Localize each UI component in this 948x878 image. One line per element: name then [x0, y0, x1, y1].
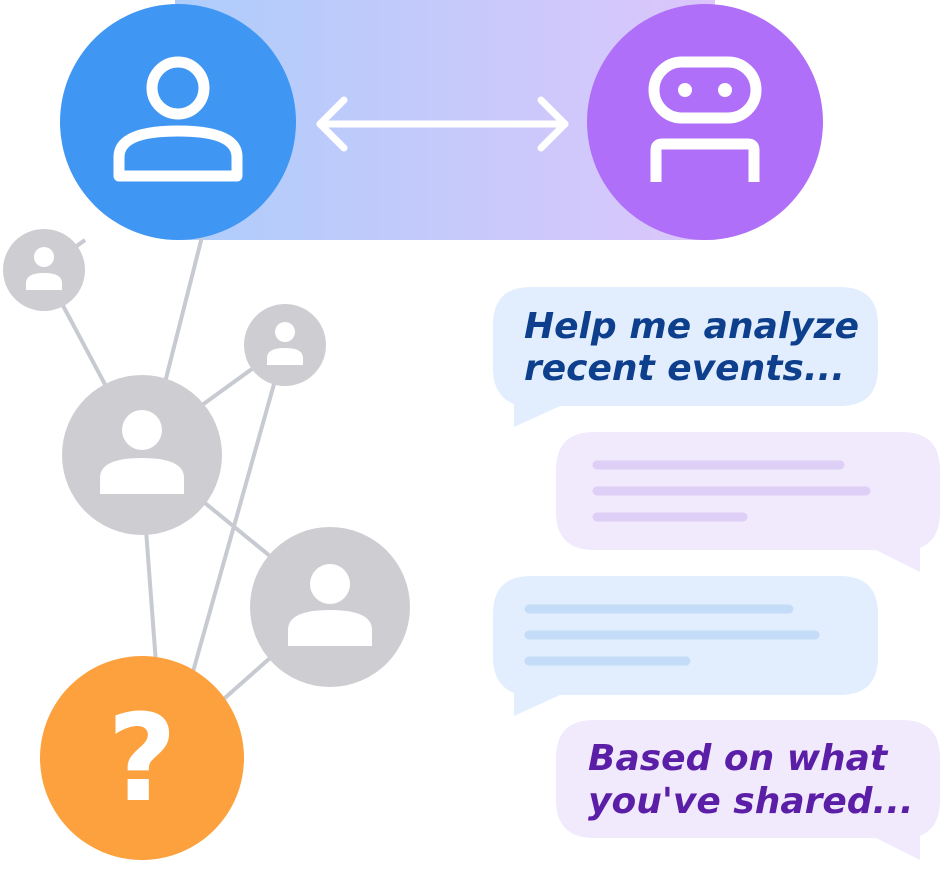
bot-reply-line-1: Based on what — [588, 738, 889, 779]
user-node — [60, 4, 296, 240]
chat-bubble-user-1: Help me analyze recent events... — [493, 287, 878, 427]
svg-text:Help me analyze recent e: Help me analyze recent events... — [524, 306, 872, 389]
network-node-large-2 — [250, 527, 410, 687]
unknown-node: ? — [40, 656, 244, 860]
placeholder-lines — [524, 604, 820, 666]
person-icon — [26, 247, 62, 290]
double-arrow-icon — [316, 96, 569, 152]
placeholder-lines — [592, 460, 871, 522]
person-icon — [100, 410, 184, 494]
chat-bubble-user-2 — [493, 576, 878, 716]
chat-bubble-bot-1 — [556, 432, 940, 572]
person-icon — [267, 322, 303, 365]
robot-icon — [648, 56, 762, 182]
person-icon — [113, 56, 243, 182]
network-node-small-1 — [3, 229, 85, 311]
user-message-line-2: recent events... — [524, 348, 845, 389]
bot-reply-line-2: you've shared... — [588, 781, 914, 822]
network-node-small-2 — [244, 304, 326, 386]
chat-bubble-bot-2: Based on what you've shared... — [556, 720, 940, 860]
svg-text:Based on what you've sha: Based on what you've shared... — [588, 738, 914, 822]
user-message-line-1: Help me analyze — [524, 306, 859, 347]
person-icon — [288, 564, 372, 646]
bot-node — [587, 4, 823, 240]
question-mark-icon: ? — [107, 690, 177, 829]
network-node-large-1 — [62, 375, 222, 535]
